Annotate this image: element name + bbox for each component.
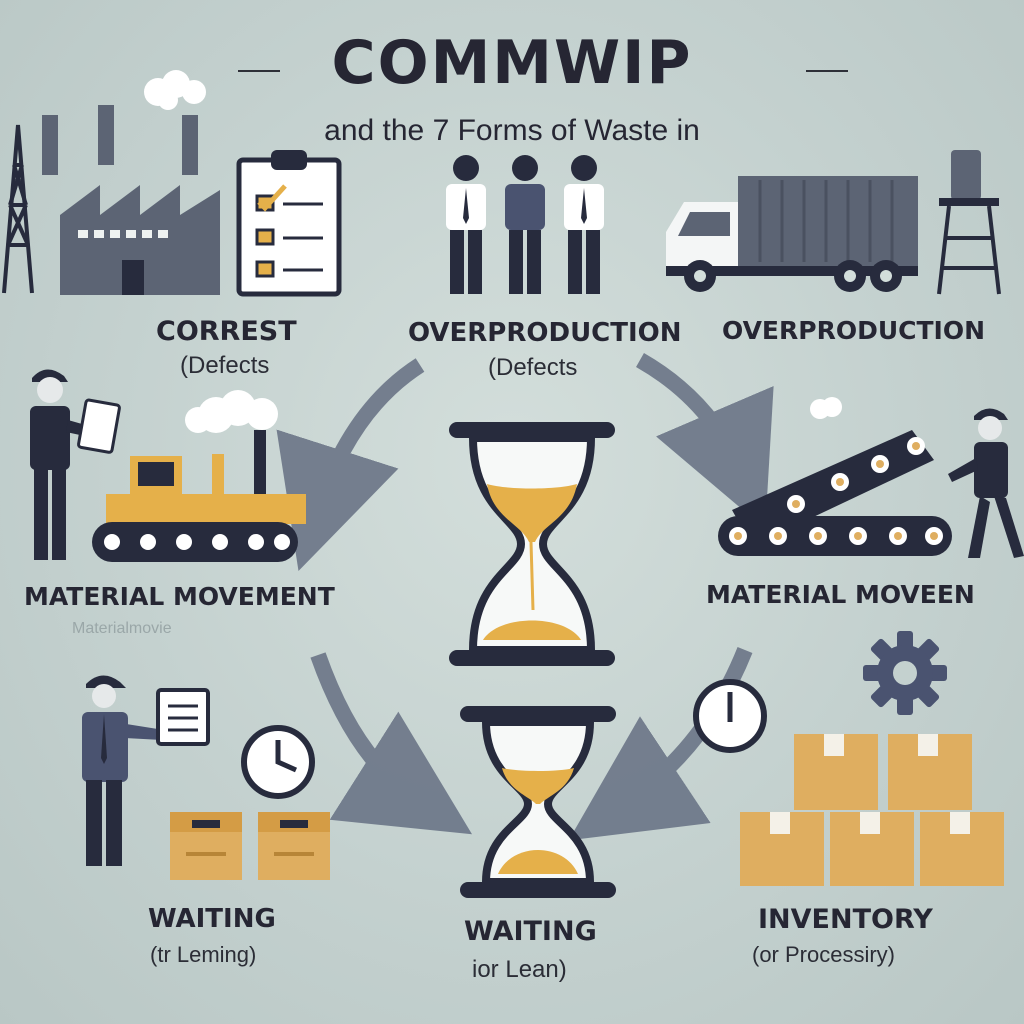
hourglass-icon bbox=[449, 422, 615, 666]
label-material-movement-right: MATERIAL MOVEEN bbox=[706, 580, 975, 609]
sub-material-movement-left: Materialmovie bbox=[72, 620, 172, 637]
hourglass-bottom-icon bbox=[460, 706, 616, 898]
truck-icon bbox=[666, 176, 918, 292]
clock-right-icon bbox=[693, 679, 767, 753]
clock-icon bbox=[241, 725, 315, 799]
title-rule-right bbox=[806, 70, 848, 72]
sub-inventory: (or Processiry) bbox=[752, 942, 896, 967]
arrow-top-left bbox=[276, 358, 425, 571]
factory-icon bbox=[2, 105, 220, 295]
boxes-stack-icon bbox=[740, 734, 1004, 886]
label-waiting-center: WAITING bbox=[464, 916, 597, 947]
label-overproduction-right: OVERPRODUCTION bbox=[722, 316, 986, 345]
gear-icon bbox=[863, 631, 947, 715]
label-inventory: INVENTORY bbox=[758, 904, 933, 935]
conveyor-icon bbox=[718, 430, 952, 556]
sub-overproduction-center: (Defects bbox=[488, 354, 578, 381]
clipboard-icon bbox=[236, 150, 342, 297]
boxes-icon bbox=[170, 812, 330, 880]
walking-worker-icon bbox=[948, 408, 1024, 558]
label-waiting-left: WAITING bbox=[148, 904, 276, 934]
label-correst: CORREST bbox=[156, 316, 297, 347]
steam-icon bbox=[810, 397, 842, 419]
smoke-icon bbox=[144, 70, 206, 110]
arrow-bottom-right bbox=[568, 647, 753, 841]
page-title: COMMWIP bbox=[331, 28, 693, 98]
worker-document-icon bbox=[82, 675, 210, 866]
arrow-bottom-left bbox=[310, 652, 473, 835]
water-tower-icon bbox=[937, 150, 1001, 295]
worker-clipboard-icon bbox=[30, 369, 121, 560]
label-material-movement-left: MATERIAL MOVEMENT bbox=[24, 582, 335, 611]
page-subtitle: and the 7 Forms of Waste in bbox=[324, 114, 700, 147]
title-rule-left bbox=[238, 70, 280, 72]
excavator-icon bbox=[92, 390, 306, 562]
sub-waiting-left: (tr Leming) bbox=[150, 942, 257, 967]
label-overproduction-center: OVERPRODUCTION bbox=[408, 318, 682, 348]
workers-icon bbox=[446, 155, 604, 294]
arrow-top-right bbox=[636, 353, 774, 529]
sub-waiting-center: ior Lean) bbox=[472, 956, 567, 983]
sub-correst: (Defects bbox=[180, 352, 270, 379]
